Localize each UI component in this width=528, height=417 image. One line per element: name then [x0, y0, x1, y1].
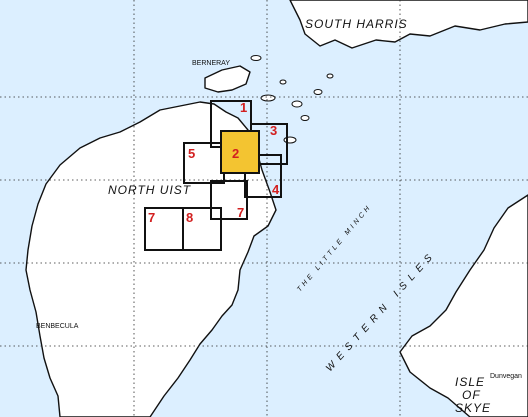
walk-box-number-5: 5	[188, 146, 195, 161]
label-benbecula: BENBECULA	[36, 323, 79, 330]
walk-box-numbers: 1 2 3 4 5 7 8 7	[148, 100, 280, 225]
walk-box-4[interactable]	[244, 154, 282, 198]
islet	[283, 136, 297, 144]
islet	[326, 73, 334, 79]
walk-box-8[interactable]	[182, 207, 222, 251]
label-skye: SKYE	[455, 401, 491, 415]
walk-box-number-3: 3	[270, 123, 277, 138]
label-of: OF	[462, 388, 481, 402]
walk-box-number-7-east: 7	[237, 205, 244, 220]
walk-box-2[interactable]	[220, 130, 260, 174]
walk-box-number-8: 8	[186, 210, 193, 225]
walk-boxes	[144, 100, 288, 251]
islet	[291, 100, 303, 108]
walk-box-7-east[interactable]	[210, 180, 248, 220]
land-berneray	[204, 65, 251, 93]
label-dunvegan: Dunvegan	[490, 373, 522, 380]
islet	[260, 94, 276, 102]
walk-box-number-2: 2	[232, 146, 239, 161]
land-skye	[399, 194, 528, 417]
land-south-harris	[289, 0, 528, 49]
walk-box-number-7-west: 7	[148, 210, 155, 225]
islet	[250, 55, 262, 61]
label-isle: ISLE	[455, 375, 485, 389]
label-berneray: BERNERAY	[192, 60, 230, 67]
walk-box-number-4: 4	[272, 182, 280, 197]
islet	[300, 115, 310, 121]
islet	[313, 89, 323, 95]
islet	[279, 79, 287, 85]
label-north-uist: NORTH UIST	[108, 183, 192, 197]
label-south-harris: SOUTH HARRIS	[305, 17, 408, 31]
walk-box-number-1: 1	[240, 100, 247, 115]
islets	[250, 55, 334, 144]
